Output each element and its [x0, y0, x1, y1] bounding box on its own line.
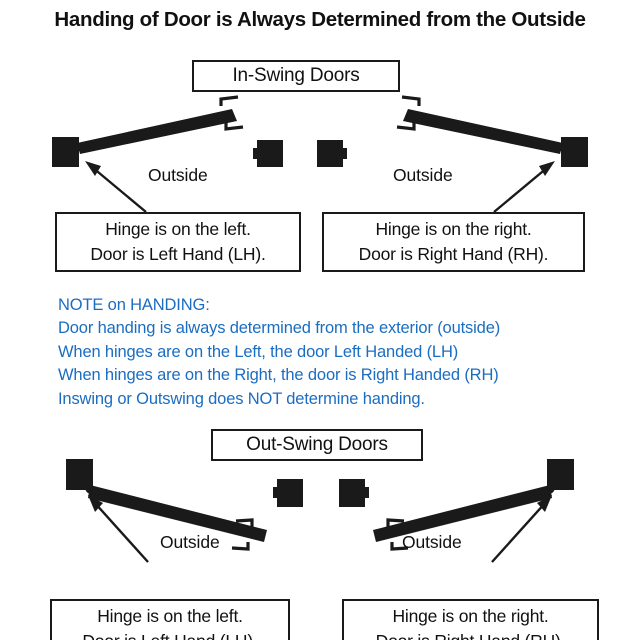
door-handle-lower-icon — [231, 542, 250, 551]
door-panel-icon — [373, 485, 552, 542]
hinge-pivot-icon — [545, 484, 555, 494]
page-title: Handing of Door is Always Determined fro… — [54, 8, 586, 31]
caption-line-1: Hinge is on the right. — [375, 218, 532, 239]
caption-box-out-swing-left: Hinge is on the left. Door is Left Hand … — [50, 599, 290, 640]
jamb-stop-right-icon — [342, 148, 347, 159]
hinge-callout-arrow — [85, 161, 147, 213]
door-handle-icon — [219, 95, 239, 106]
hinge-block-icon — [561, 137, 588, 167]
caption-line-2: Door is Right Hand (RH). — [376, 629, 566, 640]
caption-line-1: Hinge is on the left. — [105, 218, 251, 239]
caption-line-2: Door is Right Hand (RH). — [358, 244, 549, 264]
jamb-block-left-icon — [257, 140, 283, 167]
caption-line-1: Hinge is on the right. — [392, 605, 549, 626]
jamb-stop-left-icon — [253, 148, 258, 159]
caption-box-out-swing-right: Hinge is on the right. Door is Right Han… — [342, 599, 599, 640]
hinge-pivot-icon — [75, 143, 83, 151]
in-swing-left-door-assembly — [52, 95, 244, 213]
door-panel-icon — [77, 109, 237, 154]
hinge-callout-arrow — [88, 495, 149, 563]
section-header-in-swing: In-Swing Doors — [192, 60, 400, 92]
door-handle-icon — [386, 518, 405, 527]
hinge-callout-arrow — [493, 161, 555, 213]
door-handle-lower-icon — [224, 122, 244, 131]
note-heading: NOTE on HANDING: — [58, 296, 210, 314]
note-line-1: Door handing is always determined from t… — [58, 319, 501, 338]
caption-line-2: Door is Left Hand (LH). — [90, 244, 266, 264]
door-handle-icon — [401, 95, 421, 106]
hinge-callout-arrow — [491, 495, 552, 563]
jamb-block-left-icon — [277, 479, 303, 507]
caption-box-in-swing-right: Hinge is on the right. Door is Right Han… — [322, 212, 585, 272]
hinge-block-icon — [52, 137, 79, 167]
hinge-block-icon — [547, 459, 574, 490]
caption-line-2: Door is Left Hand (LH). — [82, 629, 258, 640]
door-panel-icon — [403, 109, 563, 154]
jamb-stop-right-icon — [364, 487, 369, 498]
handing-note: NOTE on HANDING: Door handing is always … — [58, 294, 500, 411]
outside-label-in-swing-left: Outside — [148, 165, 208, 185]
hinge-pivot-icon — [85, 484, 95, 494]
note-line-3: When hinges are on the Right, the door i… — [58, 366, 499, 385]
out-swing-center-jambs — [273, 479, 369, 507]
door-handle-lower-icon — [396, 122, 416, 131]
section-header-out-swing: Out-Swing Doors — [211, 429, 423, 461]
door-handle-icon — [235, 518, 254, 527]
note-line-4: Inswing or Outswing does NOT determine h… — [58, 389, 425, 408]
jamb-block-right-icon — [317, 140, 343, 167]
outside-label-out-swing-left: Outside — [160, 532, 220, 552]
jamb-stop-left-icon — [273, 487, 278, 498]
hinge-pivot-icon — [557, 143, 565, 151]
in-swing-right-door-assembly — [396, 95, 588, 213]
note-line-2: When hinges are on the Left, the door Le… — [58, 342, 459, 361]
outside-label-in-swing-right: Outside — [393, 165, 453, 185]
outside-label-out-swing-right: Outside — [402, 532, 462, 552]
jamb-block-right-icon — [339, 479, 365, 507]
hinge-block-icon — [66, 459, 93, 490]
caption-line-1: Hinge is on the left. — [97, 605, 243, 626]
in-swing-center-jambs — [253, 140, 347, 167]
caption-box-in-swing-left: Hinge is on the left. Door is Left Hand … — [55, 212, 301, 272]
